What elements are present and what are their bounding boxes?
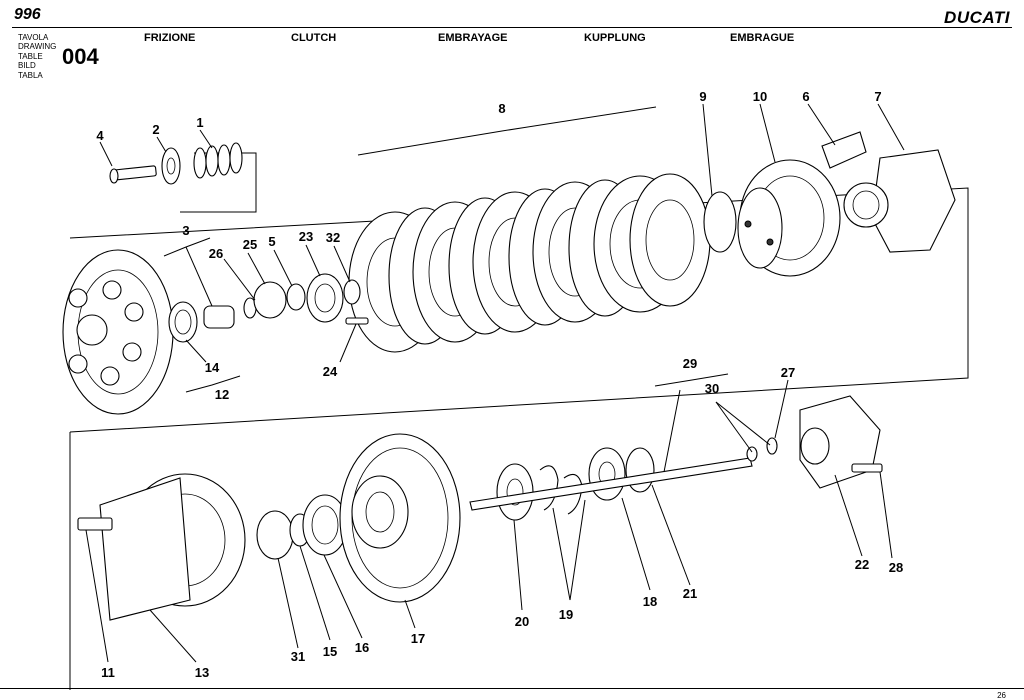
title-spanish: EMBRAGUE: [730, 32, 795, 44]
upper-left-parts: [109, 142, 243, 185]
callout-1: 1: [196, 115, 203, 130]
callout-16: 16: [355, 640, 369, 655]
callout-18: 18: [643, 594, 657, 609]
brand-logo: DUCATI: [944, 8, 1010, 27]
callout-13: 13: [195, 665, 209, 680]
callout-3: 3: [182, 223, 189, 238]
callout-labels: 1 2 3 4 5 6 7 8 9 10 11 12 13 14 15 16 1…: [96, 89, 903, 680]
callout-27: 27: [781, 365, 795, 380]
table-label: TABLA: [18, 70, 43, 80]
callout-23: 23: [299, 229, 313, 244]
callout-28: 28: [889, 560, 903, 575]
leader-lines: [85, 103, 905, 663]
callout-5: 5: [268, 234, 275, 249]
lower-assembly: [77, 395, 883, 621]
callout-31: 31: [291, 649, 305, 664]
model-name: 996: [14, 6, 41, 23]
callout-6: 6: [802, 89, 809, 104]
callout-8: 8: [498, 101, 505, 116]
callout-15: 15: [323, 644, 337, 659]
table-label: BILD: [18, 61, 36, 71]
callout-9: 9: [699, 89, 706, 104]
callout-14: 14: [205, 360, 220, 375]
callout-32: 32: [326, 230, 340, 245]
upper-right-parts: [703, 131, 956, 277]
footer-rule: [0, 688, 1024, 689]
clutch-plate-pack: [348, 173, 711, 353]
callout-4: 4: [96, 128, 104, 143]
callout-20: 20: [515, 614, 529, 629]
callout-26: 26: [209, 246, 223, 261]
callout-11: 11: [101, 665, 115, 680]
callout-29: 29: [683, 356, 697, 371]
callout-2: 2: [152, 122, 159, 137]
callout-24: 24: [323, 364, 338, 379]
table-label: TAVOLA: [18, 33, 49, 42]
callout-10: 10: [753, 89, 767, 104]
callout-25: 25: [243, 237, 257, 252]
table-label: DRAWING: [18, 42, 57, 52]
callout-12: 12: [215, 387, 229, 402]
title-italian: FRIZIONE: [144, 32, 196, 44]
callout-7: 7: [874, 89, 881, 104]
title-french: EMBRAYAGE: [438, 32, 508, 44]
callout-21: 21: [683, 586, 697, 601]
callout-22: 22: [855, 557, 869, 572]
page-number: 26: [997, 691, 1006, 700]
title-german: KUPPLUNG: [584, 32, 646, 44]
table-label: TABLE: [18, 51, 43, 61]
callout-19: 19: [559, 607, 573, 622]
pressure-plate-group: [62, 249, 369, 415]
callout-30: 30: [705, 381, 719, 396]
title-english: CLUTCH: [291, 32, 337, 44]
header-rule: [12, 27, 1012, 28]
table-label-list: TAVOLA DRAWING TABLE BILD TABLA: [18, 33, 56, 80]
drawing-number: 004: [62, 44, 99, 69]
callout-17: 17: [411, 631, 425, 646]
